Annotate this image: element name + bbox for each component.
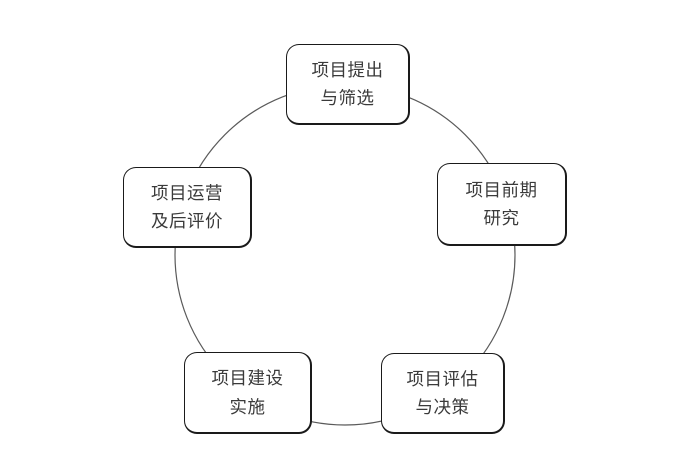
node-label-line2: 与筛选 (320, 88, 375, 108)
node-evaluation-decision[interactable]: 项目评估 与决策 (381, 353, 505, 434)
node-proposal-screening[interactable]: 项目提出 与筛选 (286, 44, 410, 125)
node-label-line2: 实施 (229, 396, 266, 417)
node-label-line1: 项目前期 (465, 179, 538, 200)
node-label-line1: 项目评估 (406, 368, 479, 389)
node-construction-implementation[interactable]: 项目建设 实施 (184, 352, 312, 434)
node-label-line1: 项目建设 (211, 368, 284, 389)
node-label-line2: 及后评价 (151, 211, 223, 231)
node-label-line2: 与决策 (415, 397, 470, 417)
node-label-line1: 项目运营 (151, 182, 223, 203)
node-preliminary-research[interactable]: 项目前期 研究 (437, 163, 567, 246)
node-operation-post-evaluation[interactable]: 项目运营 及后评价 (123, 167, 252, 248)
node-label-line1: 项目提出 (311, 59, 384, 80)
node-label-line2: 研究 (483, 208, 520, 228)
